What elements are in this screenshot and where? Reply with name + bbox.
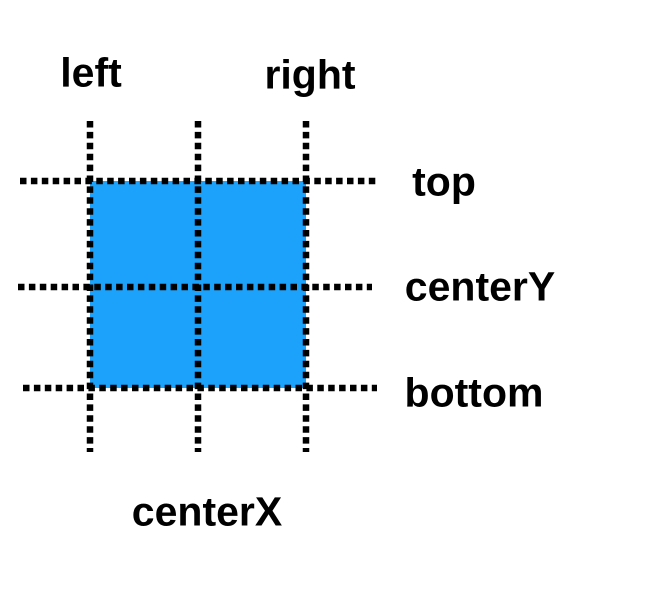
label-left: left [60,49,122,96]
label-right: right [264,51,356,98]
label-center-x: centerX [131,488,283,535]
label-bottom: bottom [404,369,544,416]
label-top: top [412,158,476,205]
label-center-y: centerY [404,263,556,310]
